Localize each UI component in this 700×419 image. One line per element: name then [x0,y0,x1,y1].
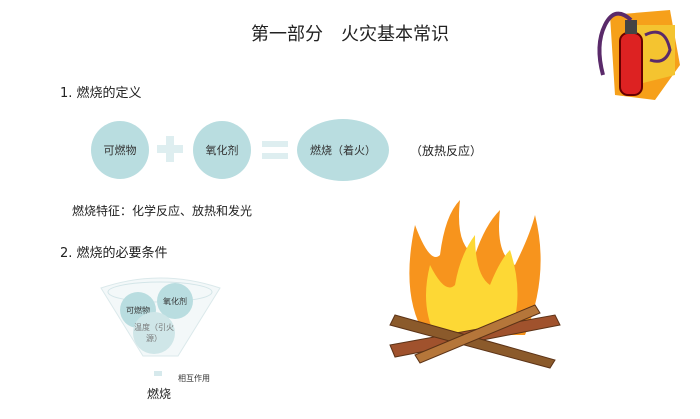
oxidizer-circle: 氧化剂 [193,121,251,179]
exothermic-note: （放热反应） [410,144,483,158]
campfire-icon [389,200,561,369]
funnel-ignition: 温度（引火源） [133,312,175,354]
section2-heading: 2. 燃烧的必要条件 [60,246,168,261]
equals-icon [262,141,288,147]
combustion-output: 燃烧 [147,387,172,401]
funnel-oxidizer: 氧化剂 [157,283,193,319]
combustible-circle: 可燃物 [91,121,149,179]
equals-icon-2 [262,153,288,159]
combustion-features: 燃烧特征：化学反应、放热和发光 [72,204,253,218]
slide-title: 第一部分 火灾基本常识 [251,24,449,45]
plus-icon-v [166,136,174,162]
combustion-ellipse: 燃烧（着火） [297,119,389,181]
section1-heading: 1. 燃烧的定义 [60,86,142,101]
interaction-label: 相互作用 [178,374,210,383]
fire-extinguisher-icon [597,10,680,100]
